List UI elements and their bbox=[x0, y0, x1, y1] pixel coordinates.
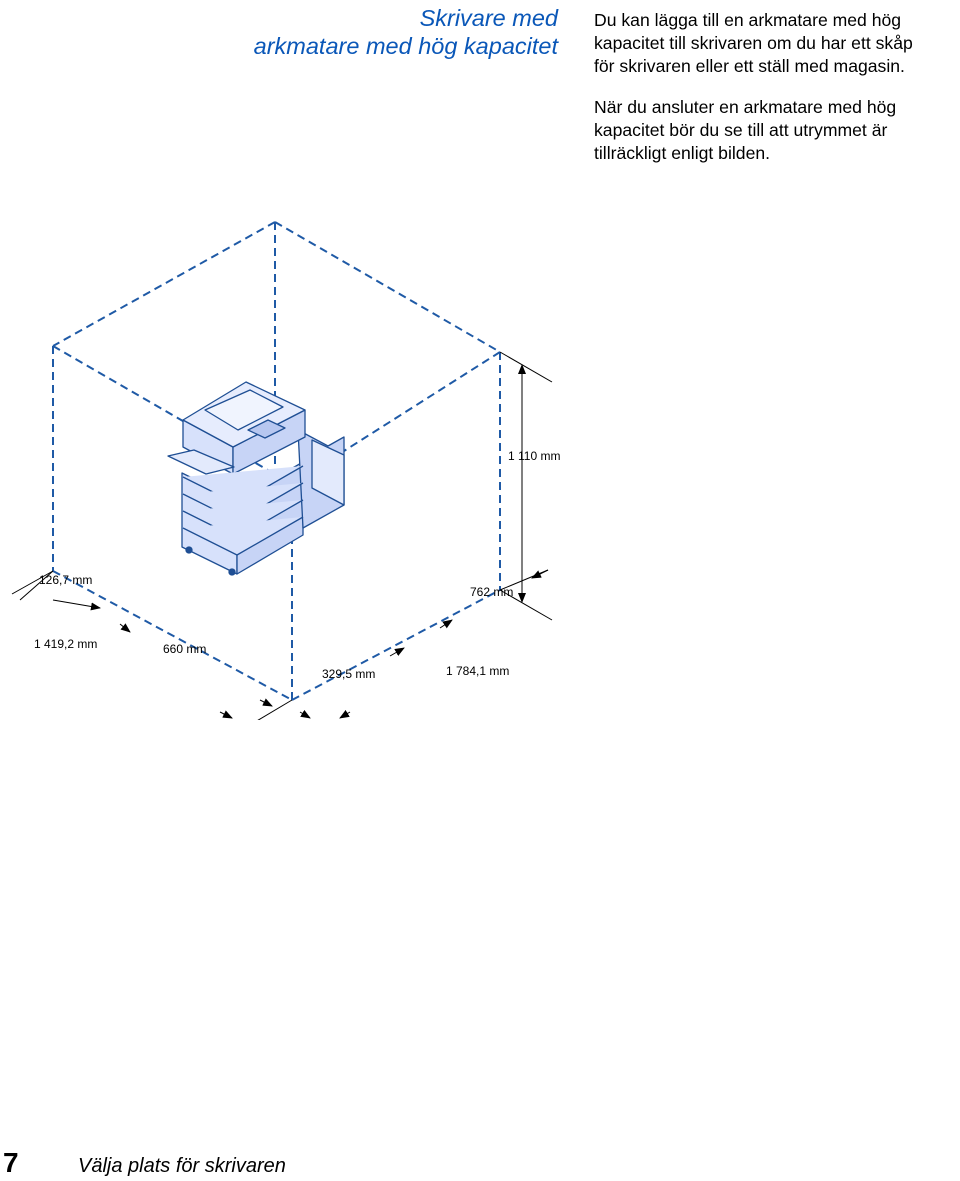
space-line: kapacitet bör du se till att utrymmet är bbox=[594, 120, 888, 140]
intro-line: Du kan lägga till en arkmatare med hög bbox=[594, 10, 902, 30]
dim-label-right-depth: 762 mm bbox=[470, 585, 513, 599]
footer-section-title: Välja plats för skrivaren bbox=[78, 1155, 286, 1177]
intro-paragraph: Du kan lägga till en arkmatare med hög k… bbox=[594, 9, 954, 78]
dimension-lines bbox=[11, 351, 553, 720]
intro-line: för skrivaren eller ett ställ med magasi… bbox=[594, 56, 905, 76]
section-heading-line-1: Skrivare med bbox=[419, 5, 558, 31]
page-number: 7 bbox=[3, 1147, 19, 1178]
intro-line: kapacitet till skrivaren om du har ett s… bbox=[594, 33, 913, 53]
dim-label-right-clearance: 329,5 mm bbox=[322, 667, 375, 681]
printer-illustration bbox=[167, 381, 345, 576]
space-line: tillräckligt enligt bilden. bbox=[594, 143, 771, 163]
dim-label-height: 1 110 mm bbox=[508, 449, 560, 463]
space-paragraph: När du ansluter en arkmatare med hög kap… bbox=[594, 96, 954, 165]
clearance-box bbox=[52, 221, 501, 701]
dim-label-left-clearance: 126,7 mm bbox=[39, 573, 92, 587]
clearance-diagram: 1 110 mm 126,7 mm 762 mm 1 419,2 mm 660 … bbox=[11, 221, 560, 720]
space-line: När du ansluter en arkmatare med hög bbox=[594, 97, 897, 117]
dim-label-total-depth: 1 784,1 mm bbox=[446, 664, 509, 678]
dim-label-printer-width: 660 mm bbox=[163, 642, 206, 656]
section-heading: Skrivare med arkmatare med hög kapacitet bbox=[150, 4, 558, 60]
section-heading-line-2: arkmatare med hög kapacitet bbox=[253, 33, 558, 59]
dim-label-total-width: 1 419,2 mm bbox=[34, 637, 97, 651]
